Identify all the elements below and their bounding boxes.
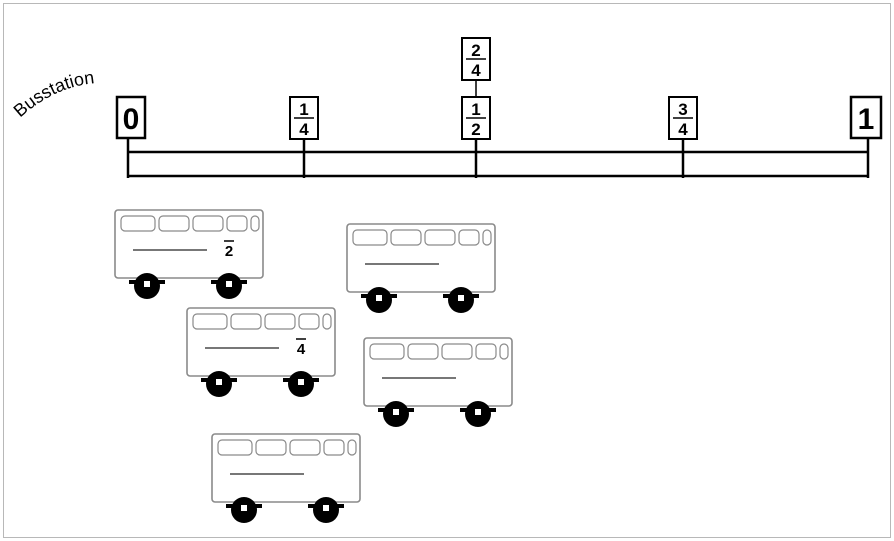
mark-1-2: 12	[462, 97, 490, 178]
fraction-label-denominator: 2	[471, 120, 480, 139]
bus-4	[364, 338, 512, 427]
mark-1-4: 14	[290, 97, 318, 178]
stacked-label-numerator: 2	[471, 41, 480, 60]
bus-window	[459, 230, 479, 245]
fraction-label-denominator: 4	[678, 120, 688, 139]
stacked-label-denominator: 4	[471, 61, 481, 80]
fraction-label-denominator: 4	[299, 120, 309, 139]
stacked-fraction: 24	[462, 38, 490, 97]
bus-window	[425, 230, 455, 245]
start-value: 0	[123, 103, 140, 136]
bus-2	[347, 224, 495, 313]
bus-window	[324, 440, 344, 455]
station-label: Busstation	[10, 67, 96, 121]
bus-window	[500, 344, 508, 359]
bus-window	[256, 440, 286, 455]
bus-window	[265, 314, 295, 329]
bus-window	[408, 344, 438, 359]
bus-window	[159, 216, 189, 231]
bus-window	[323, 314, 331, 329]
bus-5	[212, 434, 360, 523]
bus-window	[121, 216, 155, 231]
fraction-label-numerator: 1	[471, 100, 480, 119]
bus-window	[290, 440, 320, 455]
bus-window	[348, 440, 356, 455]
bus-window	[353, 230, 387, 245]
bus-window	[251, 216, 259, 231]
bus-number-label: 2	[225, 243, 233, 260]
bus-window	[193, 216, 223, 231]
bus-3: 4	[187, 308, 335, 397]
fraction-label-numerator: 1	[299, 100, 308, 119]
bus-window	[218, 440, 252, 455]
bus-window	[370, 344, 404, 359]
bus-window	[391, 230, 421, 245]
bus-window	[231, 314, 261, 329]
bus-window	[442, 344, 472, 359]
bus-window	[227, 216, 247, 231]
bus-window	[299, 314, 319, 329]
mark-3-4: 34	[669, 97, 697, 178]
bus-window	[476, 344, 496, 359]
label-end: 1	[851, 97, 881, 138]
buses: 24	[115, 210, 512, 523]
bus-window	[483, 230, 491, 245]
label-start: 0	[117, 97, 145, 138]
end-value: 1	[858, 103, 875, 136]
bus-number-label: 4	[297, 341, 306, 358]
fraction-label-numerator: 3	[678, 100, 687, 119]
number-line	[128, 138, 868, 178]
bus-window	[193, 314, 227, 329]
bus-1: 2	[115, 210, 263, 299]
